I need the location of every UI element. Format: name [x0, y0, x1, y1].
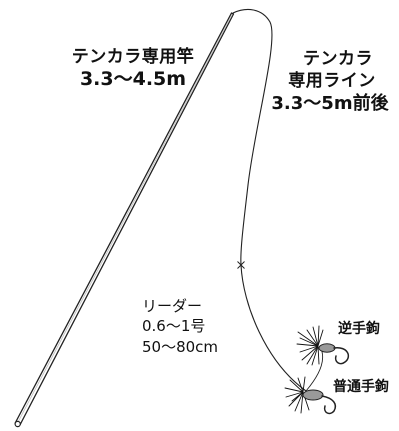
- rod-name-label: テンカラ専用竿: [71, 47, 195, 67]
- rod-shading: [17, 14, 233, 424]
- leader-size-label: 0.6〜1号: [142, 317, 206, 335]
- tenkara-line: [232, 8, 307, 392]
- line-name-label: テンカラ: [303, 49, 373, 69]
- fly-normal-body: [302, 389, 324, 401]
- line-name-label-2: 専用ライン: [288, 71, 376, 91]
- leader-knot-marker: [237, 261, 245, 269]
- fly-normal-hackle-fibers: [284, 376, 310, 414]
- rod-length-label: 3.3〜4.5m: [79, 68, 187, 90]
- fly-reverse-label: 逆手鉤: [338, 321, 380, 337]
- fly-reverse-hook: [333, 347, 350, 365]
- leader-length-label: 50〜80cm: [142, 338, 219, 356]
- rod-butt-end: [14, 420, 21, 428]
- line-length-label: 3.3〜5m前後: [271, 93, 389, 114]
- fly-reverse-hackle: [296, 325, 350, 392]
- fly-normal-label: 普通手鉤: [333, 379, 389, 395]
- fly-reverse-hackle-fibers: [296, 325, 324, 366]
- fly-normal-hook: [321, 395, 337, 415]
- fishing-rod: [14, 12, 235, 428]
- fly-reverse-body: [318, 343, 336, 353]
- fly-normal-hackle: [284, 376, 337, 415]
- leader-name-label: リーダー: [142, 297, 203, 315]
